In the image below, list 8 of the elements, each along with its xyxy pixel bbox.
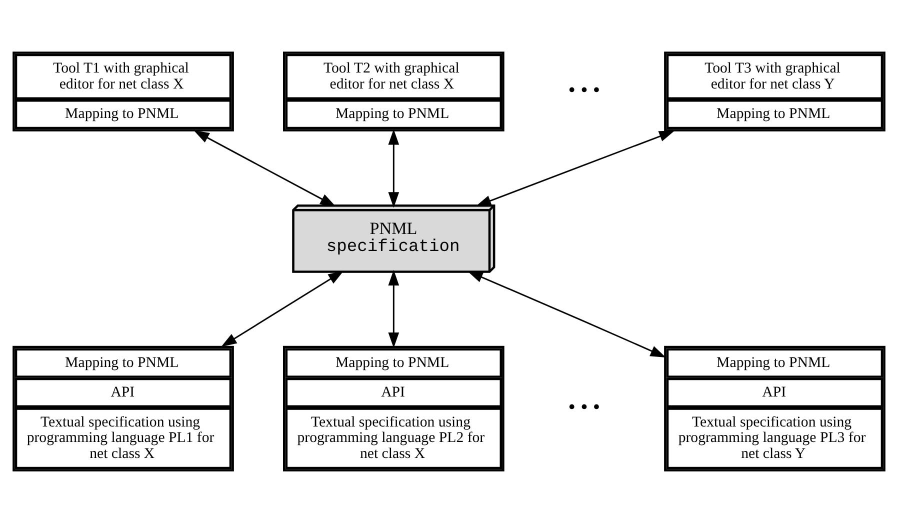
label: • • •	[568, 80, 600, 102]
arrow	[476, 130, 675, 206]
arrow	[388, 270, 400, 348]
arrow	[221, 270, 344, 347]
arrow	[388, 129, 400, 208]
arrow	[194, 130, 336, 207]
arrow	[467, 271, 666, 358]
label: • • •	[568, 396, 600, 419]
